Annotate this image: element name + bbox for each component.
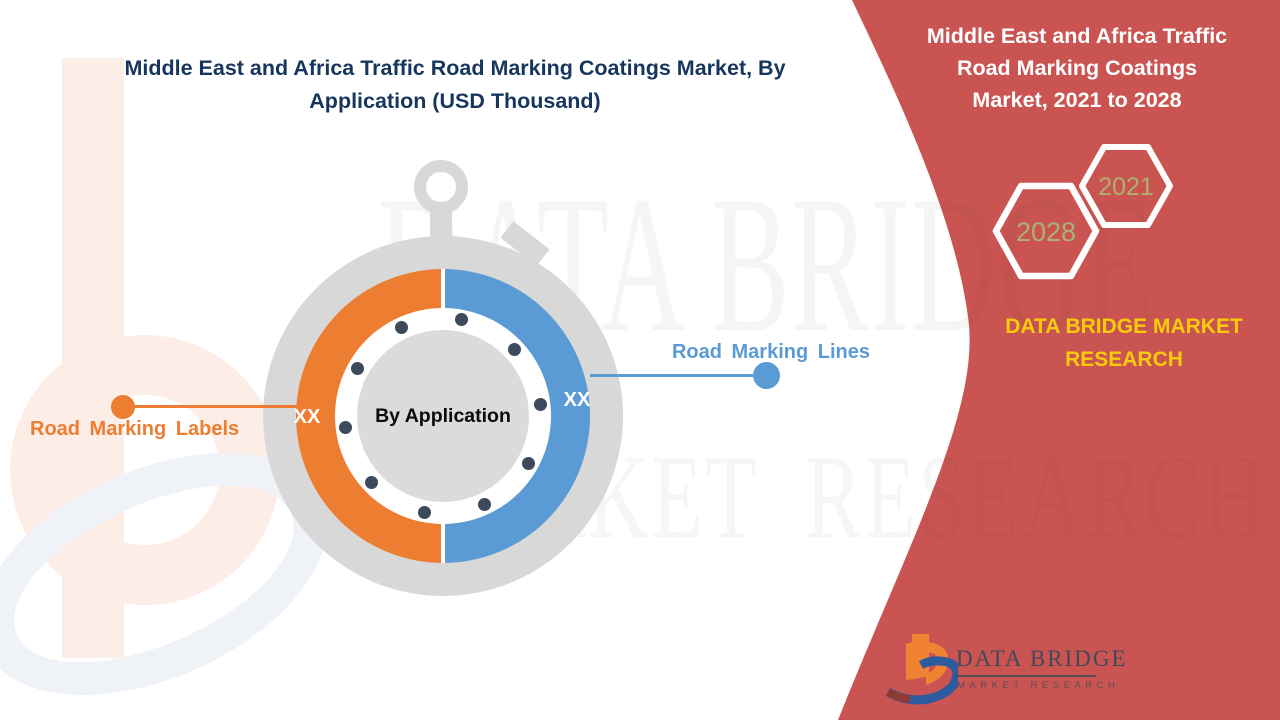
dial-dot [522,457,536,470]
donut-divider-top [441,269,445,310]
dial-dot [455,313,469,327]
dial-dot [395,320,409,334]
panel-title-line2: Road Marking Coatings [956,56,1198,80]
dial-dot [350,361,364,375]
dial-dot [533,397,547,411]
segment-value-lines: XX [563,389,591,411]
page-title-line1: Middle East and Africa Traffic Road Mark… [124,56,786,80]
logo-underline [956,675,1096,677]
donut-divider-bottom [441,522,445,563]
data-bridge-logo: DATA BRIDGE MARKET RESEARCH [886,630,1126,712]
brand-name-line2: RESEARCH [1065,348,1183,371]
chart-center-circle: By Application [357,330,529,502]
panel-title-line3: Market, 2021 to 2028 [972,88,1182,112]
callout-line-lines [590,374,767,377]
hexagon-2021 [1079,144,1173,228]
dial-dot [508,342,522,356]
logo-b-icon [886,634,958,705]
hexagon-2028 [992,182,1100,280]
dial-dot [364,476,378,490]
logo-wordmark: DATA BRIDGE [956,646,1128,671]
logo-tagline: MARKET RESEARCH [957,680,1120,691]
legend-road-marking-lines: Road Marking Lines [671,341,870,363]
stopwatch-crown-stem [430,208,452,240]
page-title-line2: Application (USD Thousand) [309,89,601,113]
segment-value-labels: XX [293,406,321,428]
dial-dot [477,498,491,512]
brand-name: DATA BRIDGE MARKET RESEARCH [958,310,1280,376]
panel-title-line1: Middle East and Africa Traffic [926,24,1228,48]
dial-dot [339,421,353,435]
callout-line-labels [123,405,301,408]
brand-name-line1: DATA BRIDGE MARKET [1005,315,1243,338]
chart-center-label: By Application [375,404,511,427]
page-title: Middle East and Africa Traffic Road Mark… [75,52,835,118]
dial-dot [417,505,431,519]
panel-title: Middle East and Africa Traffic Road Mark… [898,20,1256,116]
hexagon-year-2021: 2021 [1098,173,1154,201]
legend-road-marking-labels: Road Marking Labels [30,418,240,440]
hexagon-year-2028: 2028 [1016,217,1076,247]
